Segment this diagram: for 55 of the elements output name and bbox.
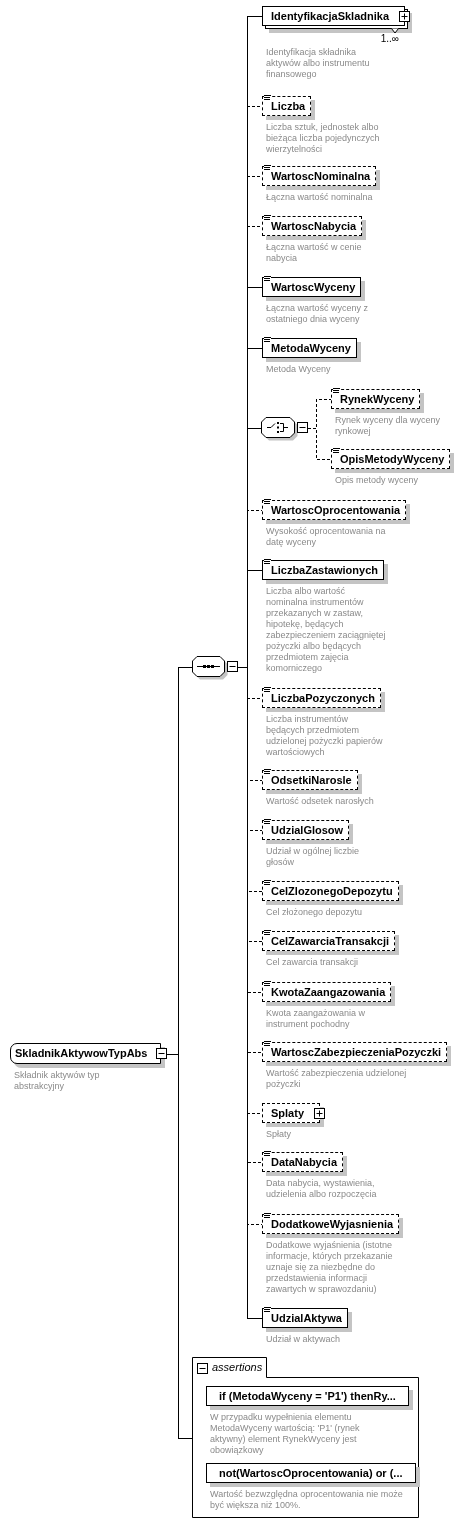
description-text: Udział w aktywach — [266, 1334, 342, 1345]
description-text: Łączna wartość wyceny z ostatniego dnia wyceny — [266, 303, 370, 325]
element-box — [262, 6, 405, 26]
element-name: WartoscZabezpieczeniaPozyczki — [271, 1046, 442, 1058]
element-name: CelZlozonegoDepozytu — [271, 885, 393, 897]
element-name: OpisMetodyWyceny — [340, 453, 445, 465]
element-name: UdzialAktywa — [271, 1312, 342, 1324]
element-name: if (MetodaWyceny = 'P1') thenRy... — [219, 1390, 396, 1402]
description-text: Liczba instrumentów będących przedmiotem udzielonej pożyczki papierów wartościowych — [266, 714, 384, 758]
description-text: Składnik aktywów typ abstrakcyjny — [14, 1070, 101, 1092]
description-text: Identyfikacja składnika aktywów albo instrumentu finansowego — [266, 47, 371, 80]
description-text: Metoda Wyceny — [266, 364, 332, 375]
element-name: WartoscNabycia — [271, 220, 357, 232]
description-text: Wysokość oprocentowania na datę wyceny — [266, 526, 387, 548]
element-name: MetodaWyceny — [271, 342, 351, 354]
description-text: Liczba albo wartość nominalna instrumentów przekazanych w zastaw, hipotekę, będących zabezpieczeniem zaciągniętej pożyczki albo będących przedmiotem zajęcia komorniczego — [266, 586, 386, 674]
element-name: KwotaZaangazowania — [271, 986, 386, 998]
description-text: Cel zawarcia transakcji — [266, 957, 360, 968]
element-name: WartoscWyceny — [271, 281, 356, 293]
sequence-compositor — [192, 656, 238, 677]
element-name: DodatkoweWyjasnienia — [271, 1218, 394, 1230]
tab-label: assertions — [212, 1361, 263, 1374]
description-text: W przypadku wypełnienia elementu MetodaWyceny wartością: 'P1' (rynek aktywny) element RynekWyceny jest obowiązkowy — [210, 1412, 361, 1456]
element-name: UdzialGlosow — [271, 824, 344, 836]
cardinality-label: 1..∞ — [380, 33, 399, 44]
description-text: Spłaty — [266, 1129, 292, 1140]
choice-compositor — [261, 417, 308, 438]
element-name: Liczba — [271, 100, 306, 112]
description-text: Liczba sztuk, jednostek albo bieżąca liczba pojedynczych wierzytelności — [266, 122, 381, 155]
description-text: Udział w ogólnej liczbie głosów — [266, 846, 361, 868]
element-name: WartoscNominalna — [271, 170, 371, 182]
assertions-panel — [192, 1357, 419, 1518]
element-name: LiczbaPozyczonych — [271, 692, 375, 704]
connector-line — [307, 428, 332, 460]
description-text: Dodatkowe wyjaśnienia (istotne informacje, których przekazanie uznaje się za niezbędne do przedstawienia informacji zawartych w sprawozdaniu) — [266, 1240, 394, 1295]
element-name: OdsetkiNarosle — [271, 774, 352, 786]
description-text: Wartość zabezpieczenia udzielonej pożyczki — [266, 1068, 408, 1090]
element-name: LiczbaZastawionych — [271, 564, 378, 576]
description-text: Wartość odsetek narosłych — [266, 796, 375, 807]
element-name: RynekWyceny — [340, 393, 415, 405]
element-name: DataNabycia — [271, 1156, 338, 1168]
description-text: Opis metody wyceny — [335, 475, 420, 486]
element-name: WartoscOprocentowania — [271, 504, 401, 516]
element-name: Splaty — [271, 1107, 304, 1119]
element-name: IdentyfikacjaSkladnika — [271, 10, 389, 22]
description-text: Łączna wartość w cenie nabycia — [266, 242, 363, 264]
description-text: Wartość bezwzględna oprocentowania nie może być większa niż 100%. — [210, 1489, 404, 1511]
type-name: SkladnikAktywowTypAbs — [15, 1048, 148, 1059]
description-text: Łączna wartość nominalna — [266, 192, 374, 203]
description-text: Rynek wyceny dla wyceny rynkowej — [335, 415, 442, 437]
element-name: not(WartoscOprocentowania) or (... — [219, 1467, 403, 1479]
description-text: Kwota zaangażowania w instrument pochodny — [266, 1008, 367, 1030]
description-text: Cel złożonego depozytu — [266, 907, 364, 918]
element-name: CelZawarciaTransakcji — [271, 935, 389, 947]
description-text: Data nabycia, wystawienia, udzielenia albo rozpoczęcia — [266, 1178, 378, 1200]
